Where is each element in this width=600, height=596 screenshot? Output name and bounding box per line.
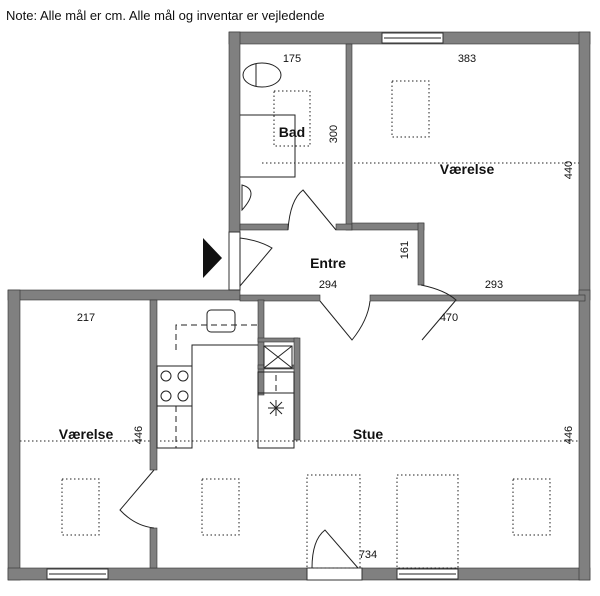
sink-icon xyxy=(206,309,236,333)
dimension-label: 293 xyxy=(485,279,503,291)
dimension-label: 383 xyxy=(458,53,476,65)
room-label-entre: Entre xyxy=(310,255,346,271)
furniture-outline xyxy=(61,478,100,536)
dimension-label: 470 xyxy=(440,312,458,324)
furniture-outline xyxy=(273,90,311,147)
kitchen xyxy=(156,309,295,449)
room-label-vaerelse: Værelse xyxy=(440,161,495,177)
shower-icon xyxy=(240,114,296,178)
furniture-outline xyxy=(201,478,240,536)
note-text: Note: Alle mål er cm. Alle mål og invent… xyxy=(6,8,325,23)
walls xyxy=(7,31,591,581)
furniture-outline xyxy=(512,478,551,536)
dimension-label: 446 xyxy=(133,426,145,444)
furniture-outline xyxy=(306,474,361,569)
toilet-icon xyxy=(242,62,282,88)
dimension-label: 300 xyxy=(328,125,340,143)
vaerelse-bottom-door[interactable] xyxy=(119,469,155,529)
dimension-label: 217 xyxy=(77,312,95,324)
window xyxy=(46,568,109,580)
vaerelse-door[interactable] xyxy=(420,284,457,341)
dimension-label: 734 xyxy=(359,549,377,561)
entrance-door[interactable] xyxy=(228,231,273,291)
washer-icon xyxy=(268,400,284,416)
dimension-label: 175 xyxy=(283,53,301,65)
entrance-arrow-icon xyxy=(203,238,222,278)
room-label-vaerelse: Værelse xyxy=(59,426,114,442)
window xyxy=(381,32,444,44)
furniture-outline xyxy=(391,80,430,138)
bad-door[interactable] xyxy=(287,189,337,231)
terrace-door[interactable] xyxy=(306,529,363,581)
window xyxy=(396,568,459,580)
dimension-label: 440 xyxy=(563,161,575,179)
room-label-bad: Bad xyxy=(279,124,305,140)
room-label-stue: Stue xyxy=(353,426,384,442)
dimension-label: 294 xyxy=(319,279,337,291)
furniture-outline xyxy=(396,474,459,569)
stue-door[interactable] xyxy=(319,300,371,341)
dimension-label: 161 xyxy=(399,241,411,259)
dimension-label: 446 xyxy=(563,426,575,444)
sink-icon xyxy=(241,184,252,212)
